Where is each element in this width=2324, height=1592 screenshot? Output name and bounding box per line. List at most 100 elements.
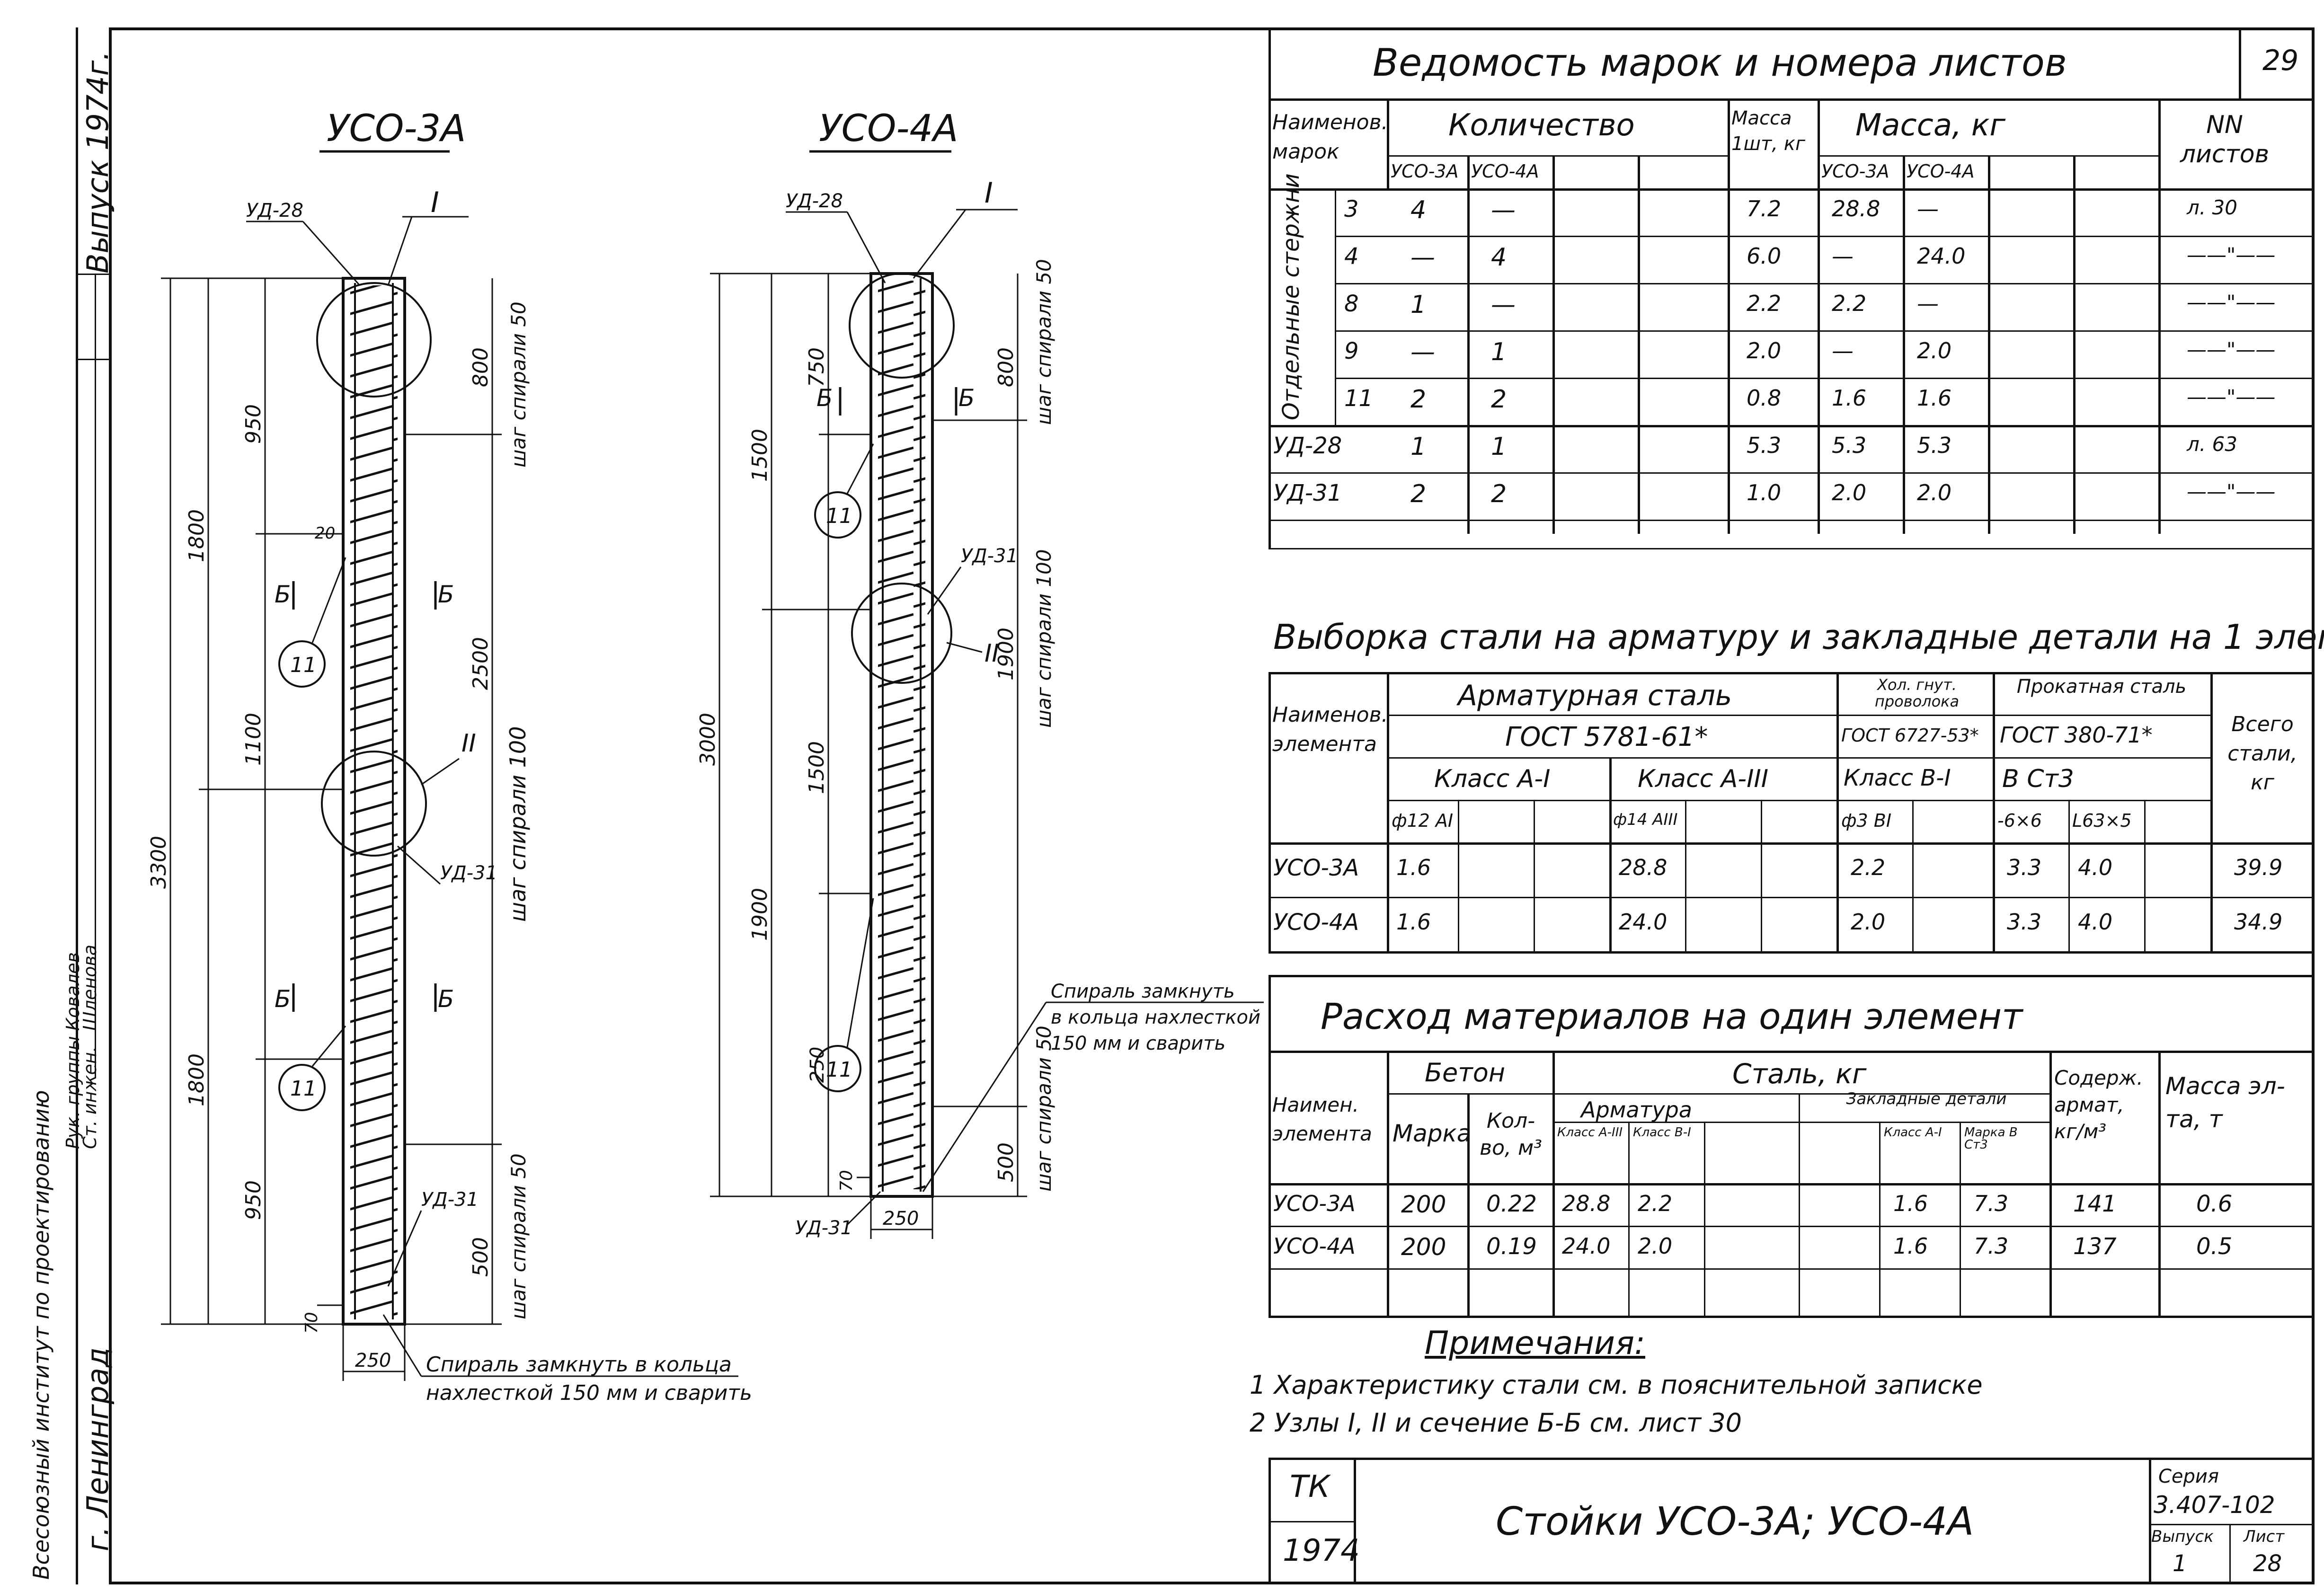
tb-org: ТК bbox=[1290, 1469, 1330, 1504]
role-2: Ст. инжен. bbox=[80, 1046, 100, 1149]
marks-cell-ma: — bbox=[1832, 338, 1854, 363]
dim-1800-top: 1800 bbox=[185, 509, 209, 562]
title-uso3a: УСО-3А bbox=[327, 107, 466, 150]
steel-cell-s2: 4.0 bbox=[2078, 909, 2113, 935]
steel-hdr-name: Наименов. элемента bbox=[1272, 703, 1388, 756]
tb-issue-label: Выпуск bbox=[2151, 1527, 2214, 1546]
table-materials: Расход материалов на один элемент Наимен… bbox=[1268, 975, 2315, 1318]
marks-cell-ma: 2.0 bbox=[1832, 480, 1867, 505]
marks-cell-qb: 1 bbox=[1491, 433, 1507, 461]
hdr-qty: Количество bbox=[1448, 108, 1635, 143]
page-number: 29 bbox=[2262, 44, 2299, 77]
tb-series-label: Серия bbox=[2158, 1466, 2219, 1487]
marks-cell-mb: 24.0 bbox=[1917, 243, 1966, 269]
marks-cell-ma: 28.8 bbox=[1832, 196, 1880, 221]
steel-cell-b1: 2.2 bbox=[1851, 855, 1886, 880]
marks-cell-sheet: л. 30 bbox=[2187, 196, 2237, 219]
mat-hdr-embedded: Закладные детали bbox=[1846, 1089, 2007, 1108]
step50-top-right: шаг спирали 50 bbox=[1032, 259, 1056, 425]
spiral-note-left-2: нахлесткой 150 мм и сварить bbox=[426, 1381, 752, 1405]
dim-3300: 3300 bbox=[147, 836, 171, 889]
label-ud28-left: УД-28 bbox=[246, 200, 303, 221]
mat-hdr-grade: Марка bbox=[1393, 1120, 1472, 1147]
label-node2-right: II bbox=[985, 639, 999, 668]
marks-cell-mb: 1.6 bbox=[1917, 385, 1952, 411]
marks-cell-mark: 9 bbox=[1344, 338, 1359, 364]
marks-cell-sheet: ——"—— bbox=[2187, 243, 2276, 266]
marks-cell-mb: — bbox=[1917, 196, 1939, 221]
tb-series-value: 3.407-102 bbox=[2154, 1491, 2275, 1519]
marks-cell-ma: 5.3 bbox=[1832, 433, 1867, 458]
steel-hdr-d5: L63×5 bbox=[2072, 810, 2132, 831]
dim-70-right: 70 bbox=[837, 1170, 856, 1192]
steel-cell-total: 39.9 bbox=[2234, 855, 2283, 880]
table-marks-title: Ведомость марок и номера листов bbox=[1373, 41, 2067, 85]
table-marks: Ведомость марок и номера листов 29 Наиме… bbox=[1268, 27, 2315, 549]
steel-hdr-wire-gost: ГОСТ 6727-53* bbox=[1841, 725, 1979, 746]
marks-cell-ma: 1.6 bbox=[1832, 385, 1867, 411]
hdr-mass-unit: Масса 1шт, кг bbox=[1731, 107, 1805, 155]
marks-cell-qa: 4 bbox=[1410, 196, 1427, 224]
cut-b-left-1: Б bbox=[275, 581, 291, 608]
dim-1900-right: 1900 bbox=[994, 628, 1018, 681]
label-ud31-mid-left: УД-31 bbox=[440, 862, 497, 884]
pos11-right-top: 11 bbox=[826, 504, 852, 528]
label-ud31-bot-right: УД-31 bbox=[795, 1217, 852, 1239]
dim-500-right: 500 bbox=[994, 1142, 1018, 1182]
spiral-note-left-1: Спираль замкнуть в кольца bbox=[426, 1353, 732, 1377]
spiral-note-right-2: в кольца нахлесткой bbox=[1051, 1007, 1260, 1028]
mat-cell-vol: 0.19 bbox=[1486, 1233, 1537, 1260]
marks-cell-sheet: ——"—— bbox=[2187, 480, 2276, 503]
cut-b-left-2: Б bbox=[438, 581, 454, 608]
mat-cell-content: 141 bbox=[2073, 1191, 2117, 1217]
steel-hdr-rebar: Арматурная сталь bbox=[1458, 679, 1732, 712]
tb-year: 1974 bbox=[1283, 1533, 1360, 1568]
mat-cell-b1: 2.0 bbox=[1638, 1233, 1673, 1259]
dim-1500-top: 1500 bbox=[748, 429, 772, 482]
steel-hdr-total: Всего стали, кг bbox=[2227, 712, 2297, 795]
mat-cell-name: УСО-3А bbox=[1273, 1191, 1356, 1216]
dim-800-left: 800 bbox=[469, 347, 493, 387]
steel-cell-a1: 1.6 bbox=[1396, 909, 1431, 935]
marks-cell-mb: — bbox=[1917, 291, 1939, 316]
mat-cell-b1: 2.2 bbox=[1638, 1191, 1673, 1216]
tb-sheet-label: Лист bbox=[2244, 1527, 2285, 1546]
dim-500-left: 500 bbox=[469, 1237, 493, 1277]
pos11-left-bot: 11 bbox=[290, 1077, 317, 1101]
org-line: Всесоюзный институт по проектированию bbox=[28, 1090, 54, 1580]
mat-hdr-mass: Масса эл-та, т bbox=[2165, 1072, 2285, 1133]
steel-cell-s1: 3.3 bbox=[2007, 855, 2042, 880]
mat-hdr-class-b1: Класс В-I bbox=[1633, 1125, 1691, 1140]
hdr-qty-a: УСО-3А bbox=[1391, 161, 1459, 182]
steel-hdr-rolled: Прокатная сталь bbox=[2016, 676, 2187, 698]
marks-cell-qb: 4 bbox=[1491, 243, 1507, 272]
mat-hdr-steel: Сталь, кг bbox=[1732, 1058, 1867, 1090]
hdr-mass-b: УСО-4А bbox=[1907, 161, 1975, 182]
mat-hdr-grade-st: Марка В Ст3 bbox=[1964, 1125, 2018, 1152]
marks-cell-mark: 3 bbox=[1344, 196, 1359, 222]
table-materials-title: Расход материалов на один элемент bbox=[1321, 995, 2023, 1037]
dim-20-left: 20 bbox=[315, 524, 335, 543]
column-drawings: УСО-3А 3300 1800 1800 950 1100 950 70 25… bbox=[147, 107, 1264, 1405]
marks-cell-mark: 4 bbox=[1344, 243, 1359, 270]
column-body-left bbox=[342, 277, 406, 1326]
steel-cell-a1: 1.6 bbox=[1396, 855, 1431, 880]
marks-cell-qa: — bbox=[1410, 243, 1435, 272]
hdr-qty-b: УСО-4А bbox=[1471, 161, 1539, 182]
label-node1-left: I bbox=[431, 186, 439, 219]
mat-cell-name: УСО-4А bbox=[1273, 1233, 1356, 1259]
step100-right: шаг спирали 100 bbox=[1032, 549, 1056, 728]
dim-250-right: 250 bbox=[883, 1208, 919, 1229]
marks-cell-qa: 2 bbox=[1410, 480, 1427, 508]
marks-cell-mu: 0.8 bbox=[1747, 385, 1782, 411]
marks-cell-mb: 5.3 bbox=[1917, 433, 1952, 458]
steel-hdr-d4: -6×6 bbox=[1997, 810, 2042, 831]
cut-b-right-1: Б bbox=[816, 384, 833, 412]
dim-750: 750 bbox=[805, 347, 829, 387]
spiral-note-right-1: Спираль замкнуть bbox=[1051, 981, 1235, 1002]
dim-1100: 1100 bbox=[241, 713, 266, 766]
mat-cell-st: 7.3 bbox=[1974, 1233, 2009, 1259]
cut-b-right-2: Б bbox=[958, 384, 975, 412]
marks-cell-ma: — bbox=[1832, 243, 1854, 269]
marks-cell-sheet: ——"—— bbox=[2187, 385, 2276, 408]
